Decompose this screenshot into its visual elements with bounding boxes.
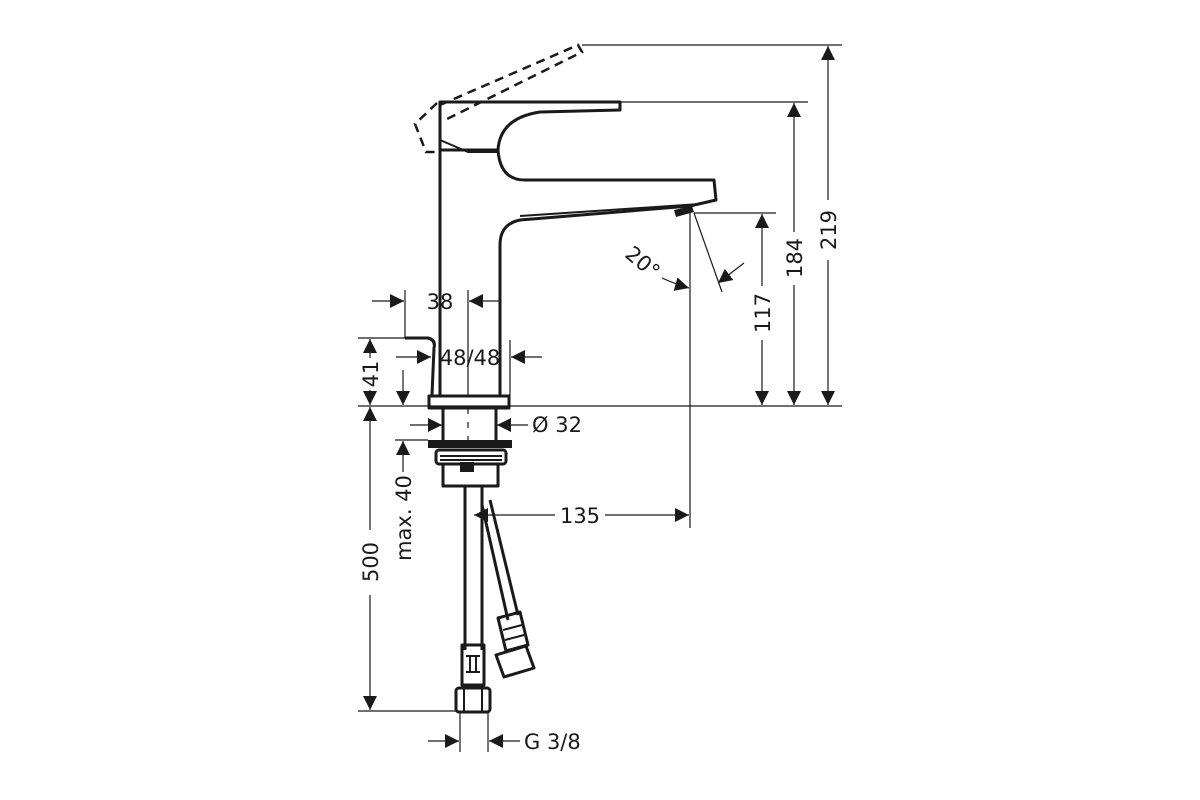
dim-219-label: 219 xyxy=(817,210,841,250)
dim-117-label: 117 xyxy=(751,293,775,333)
dim-diameter-32-label: Ø 32 xyxy=(532,413,582,437)
dim-angle-label: 20° xyxy=(621,241,665,283)
faucet-outline xyxy=(405,43,718,714)
extension-lines xyxy=(358,44,842,752)
dimension-lines xyxy=(363,46,835,748)
dim-500-label: 500 xyxy=(359,542,383,582)
dim-38-label: 38 xyxy=(427,290,454,314)
dim-135-label: 135 xyxy=(560,504,600,528)
dim-g38-label: G 3/8 xyxy=(524,730,581,754)
dim-41-label: 41 xyxy=(359,361,383,388)
dim-48-48-label: 48/48 xyxy=(440,346,501,370)
dim-max-40-label: max. 40 xyxy=(392,475,416,561)
dim-184-label: 184 xyxy=(783,238,807,278)
